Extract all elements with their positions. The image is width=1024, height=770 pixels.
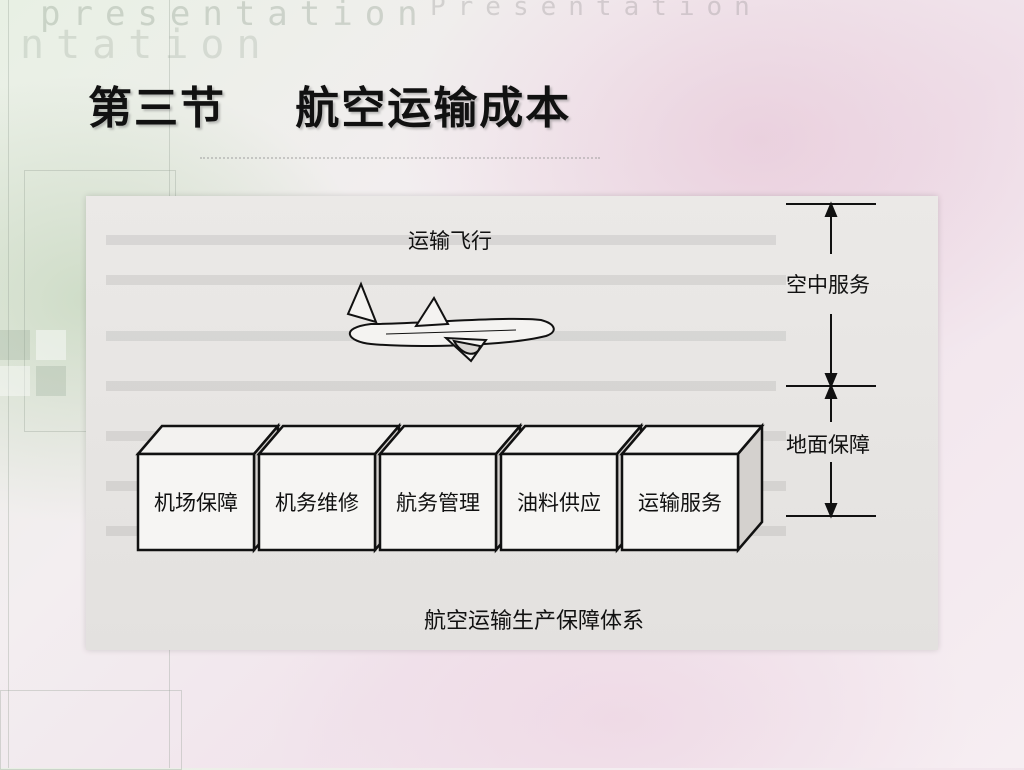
decor-frame-bottom-left (0, 690, 182, 770)
support-box-5: 运输服务 (619, 422, 765, 554)
support-box-label: 运输服务 (638, 491, 722, 515)
title-underline-dots (200, 157, 600, 159)
support-box-label: 机务维修 (275, 491, 359, 515)
slide-title: 第三节 航空运输成本 (88, 83, 572, 134)
support-box-front-face (620, 452, 740, 552)
support-box-3: 航务管理 (377, 422, 523, 554)
plane-label: 运输飞行 (408, 229, 492, 253)
decor-block-4 (36, 366, 66, 396)
support-box-front-face (136, 452, 256, 552)
support-box-label: 机场保障 (154, 491, 238, 515)
diagram-caption: 航空运输生产保障体系 (424, 609, 644, 634)
support-boxes: 机场保障 机务维修 航务管理 油料供应 运输服务 (135, 422, 765, 554)
service-bracket (786, 201, 876, 519)
support-box-4: 油料供应 (498, 422, 644, 554)
support-box-label: 航务管理 (396, 491, 480, 515)
airplane-icon (346, 281, 555, 363)
ground-service-label: 地面保障 (786, 433, 870, 457)
decor-block-2 (36, 330, 66, 360)
diagram-canvas: 机场保障 机务维修 航务管理 油料供应 运输服务 运输飞行 空中服务 地面保障 航空运输… (106, 201, 876, 634)
support-box-1: 机场保障 (135, 422, 281, 554)
decor-word-second: ntation (20, 22, 273, 68)
decor-word-right: Presentation (430, 0, 762, 22)
decor-block-3 (0, 366, 30, 396)
decor-block-1 (0, 330, 30, 360)
support-box-front-face (378, 452, 498, 552)
support-box-2: 机务维修 (256, 422, 402, 554)
diagram-figure: 机场保障 机务维修 航务管理 油料供应 运输服务 运输飞行 空中服务 地面保障 航空运输… (86, 196, 938, 650)
air-service-label: 空中服务 (786, 273, 870, 297)
support-box-front-face (257, 452, 377, 552)
decor-word-top: presentation (40, 0, 430, 34)
support-box-label: 油料供应 (517, 491, 601, 515)
support-box-front-face (499, 452, 619, 552)
